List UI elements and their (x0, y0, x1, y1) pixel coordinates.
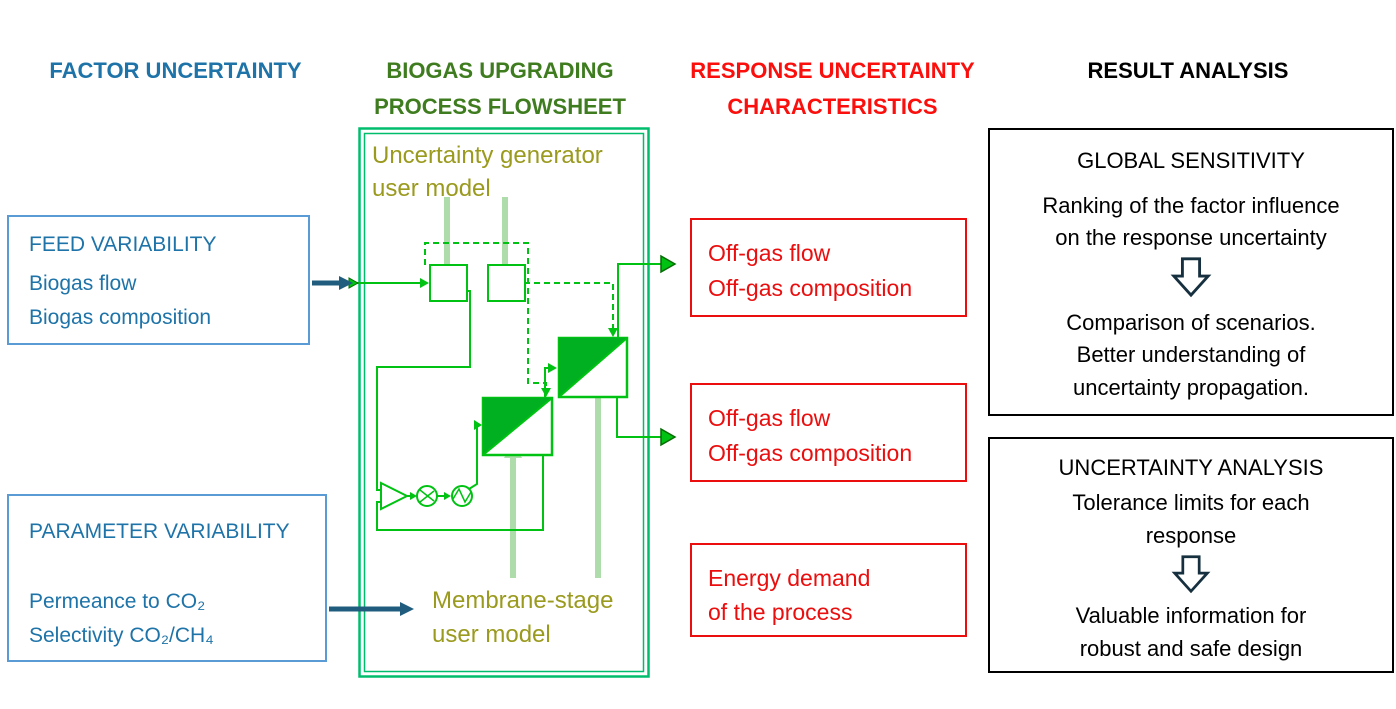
response-box2-line2: Off-gas composition (708, 440, 913, 466)
compressor-icon (416, 485, 438, 507)
feed-downcomer (376, 290, 471, 491)
dashed-line-to-membrane-2 (524, 282, 614, 328)
recycle-line (376, 455, 544, 531)
response-box-offgas-1: Off-gas flow Off-gas composition (690, 218, 967, 317)
process-lines (352, 263, 662, 531)
parameter-variability-title: PARAMETER VARIABILITY (29, 520, 290, 543)
feed-variability-line1: Biogas flow (29, 272, 137, 295)
green-arrowheads (348, 254, 677, 500)
annotation-arrows (438, 197, 607, 578)
parameter-variability-line2: Selectivity CO₂/CH₄ (29, 624, 214, 647)
global-sensitivity-bottom3: uncertainty propagation. (1072, 375, 1310, 400)
uncertainty-analysis-bottom1: Valuable information for (1075, 603, 1307, 628)
response-box2-line1: Off-gas flow (708, 405, 831, 431)
uncertainty-analysis-bottom2: robust and safe design (1079, 636, 1303, 661)
header-flowsheet-line2: PROCESS FLOWSHEET (374, 94, 626, 119)
feed-variability-box: FEED VARIABILITY Biogas flow Biogas comp… (7, 215, 310, 345)
stage1-retentate-line (544, 367, 548, 398)
uncertainty-analysis-top2: response (1145, 523, 1237, 548)
response-box3-line2: of the process (708, 599, 853, 625)
dashed-signal-lines (424, 242, 614, 388)
response-box3-line1: Energy demand (708, 565, 871, 591)
global-sensitivity-box: GLOBAL SENSITIVITY Ranking of the factor… (988, 128, 1394, 416)
uncertainty-analysis-title: UNCERTAINTY ANALYSIS (1058, 455, 1324, 480)
uncertainty-generator-label-line2: user model (372, 175, 491, 202)
flowsheet-border (358, 127, 650, 678)
factor-arrows (312, 276, 414, 616)
header-factor-uncertainty: FACTOR UNCERTAINTY (49, 58, 302, 83)
header-flowsheet-line1: BIOGAS UPGRADING (386, 58, 614, 83)
membrane-stages (481, 336, 629, 457)
global-sensitivity-bottom1: Comparison of scenarios. (1066, 310, 1316, 335)
feed-variability-title: FEED VARIABILITY (29, 233, 217, 256)
parameter-variability-box: PARAMETER VARIABILITY Permeance to CO₂ S… (7, 494, 327, 662)
membrane-stage-label-line2: user model (432, 621, 551, 648)
membrane-stage-label-line1: Membrane-stage (432, 587, 613, 614)
uncertainty-analysis-top1: Tolerance limits for each (1072, 490, 1310, 515)
feed-variability-line2: Biogas composition (29, 306, 212, 329)
mixer-icon (380, 481, 410, 511)
header-response-line2: CHARACTERISTICS (727, 94, 938, 119)
global-sensitivity-title: GLOBAL SENSITIVITY (1077, 148, 1305, 173)
header-flowsheet: BIOGAS UPGRADING PROCESS FLOWSHEET (352, 53, 648, 125)
global-sensitivity-top2: on the response uncertainty (1055, 225, 1327, 250)
heat-exchanger-icon (451, 485, 473, 507)
uncertainty-generator-block-1 (429, 264, 468, 302)
dashed-arrowheads (541, 328, 618, 397)
response-box1-line2: Off-gas composition (708, 275, 913, 301)
response-box-offgas-2: Off-gas flow Off-gas composition (690, 383, 967, 482)
global-sensitivity-top1: Ranking of the factor influence (1042, 193, 1340, 218)
off-gas-arrow-1 (660, 254, 677, 274)
uncertainty-analysis-box: UNCERTAINTY ANALYSIS Tolerance limits fo… (988, 437, 1394, 673)
off-gas-arrow-2 (660, 427, 677, 447)
unit-symbols (380, 264, 526, 511)
down-arrow-icon (990, 256, 1392, 304)
membrane-stage-2 (557, 336, 629, 399)
header-response-uncertainty: RESPONSE UNCERTAINTY CHARACTERISTICS (660, 53, 1005, 125)
permeate-off-gas-line (616, 397, 662, 438)
header-result-analysis: RESULT ANALYSIS (1087, 58, 1289, 83)
response-box1-line1: Off-gas flow (708, 240, 831, 266)
down-arrow-icon (990, 554, 1392, 600)
header-response-line1: RESPONSE UNCERTAINTY (690, 58, 975, 83)
membrane-stage-1 (481, 396, 554, 457)
cooler-to-membrane-line (468, 424, 478, 490)
global-sensitivity-bottom2: Better understanding of (1076, 342, 1306, 367)
response-box-energy: Energy demand of the process (690, 543, 967, 637)
dashed-line-to-membrane-1 (424, 242, 547, 388)
uncertainty-generator-block-2 (487, 264, 526, 302)
parameter-variability-line1: Permeance to CO₂ (29, 590, 206, 613)
uncertainty-generator-label-line1: Uncertainty generator (372, 142, 603, 169)
product-off-gas-line (617, 263, 662, 338)
